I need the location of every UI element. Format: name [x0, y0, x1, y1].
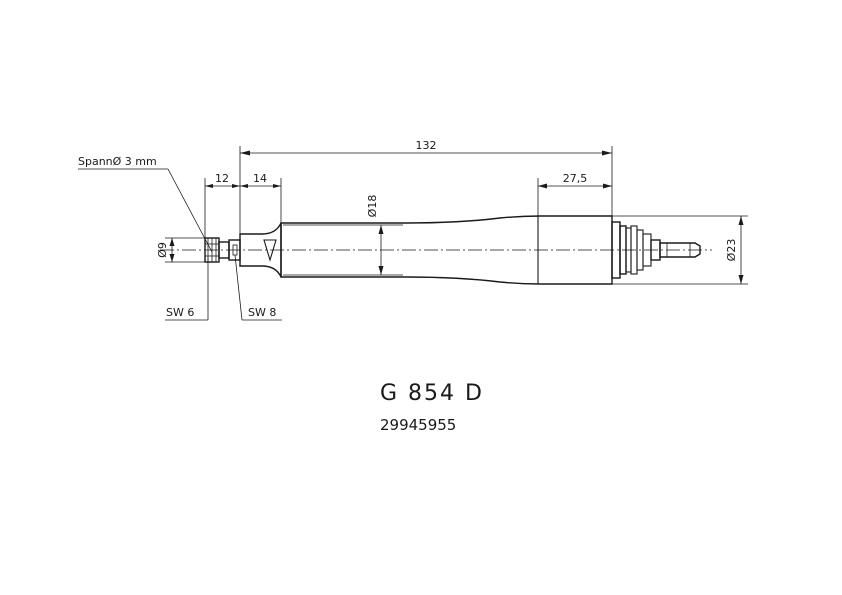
dim-14-label: 14	[253, 172, 267, 185]
dim-collet-diameter: Ø9	[156, 238, 175, 262]
dim-nose-length: 14	[240, 172, 281, 188]
dim-132-label: 132	[416, 139, 437, 152]
collet-label: SpannØ 3 mm	[78, 155, 157, 168]
leader-sw8: SW 8	[234, 254, 282, 321]
dim-d18-label: Ø18	[366, 195, 379, 218]
dim-rear-length: 27,5	[538, 172, 612, 189]
dim-d9-label: Ø9	[156, 242, 169, 258]
extension-lines	[165, 146, 748, 285]
part-number: 29945955	[380, 416, 456, 434]
sw8-label: SW 8	[248, 306, 276, 319]
rear-connector	[611, 221, 701, 279]
dim-27-5-label: 27,5	[563, 172, 588, 185]
dim-rear-diameter: Ø23	[725, 216, 744, 284]
leader-sw6: SW 6	[165, 258, 209, 321]
sw6-label: SW 6	[166, 306, 194, 319]
dim-overall-length: 132	[240, 139, 612, 156]
model-title: G 854 D	[380, 381, 484, 406]
leader-collet: SpannØ 3 mm	[78, 155, 213, 253]
dim-12-label: 12	[215, 172, 229, 185]
dim-collet-length: 12	[205, 172, 240, 188]
dim-body-diameter: Ø18	[366, 195, 384, 275]
dim-d23-label: Ø23	[725, 239, 738, 262]
